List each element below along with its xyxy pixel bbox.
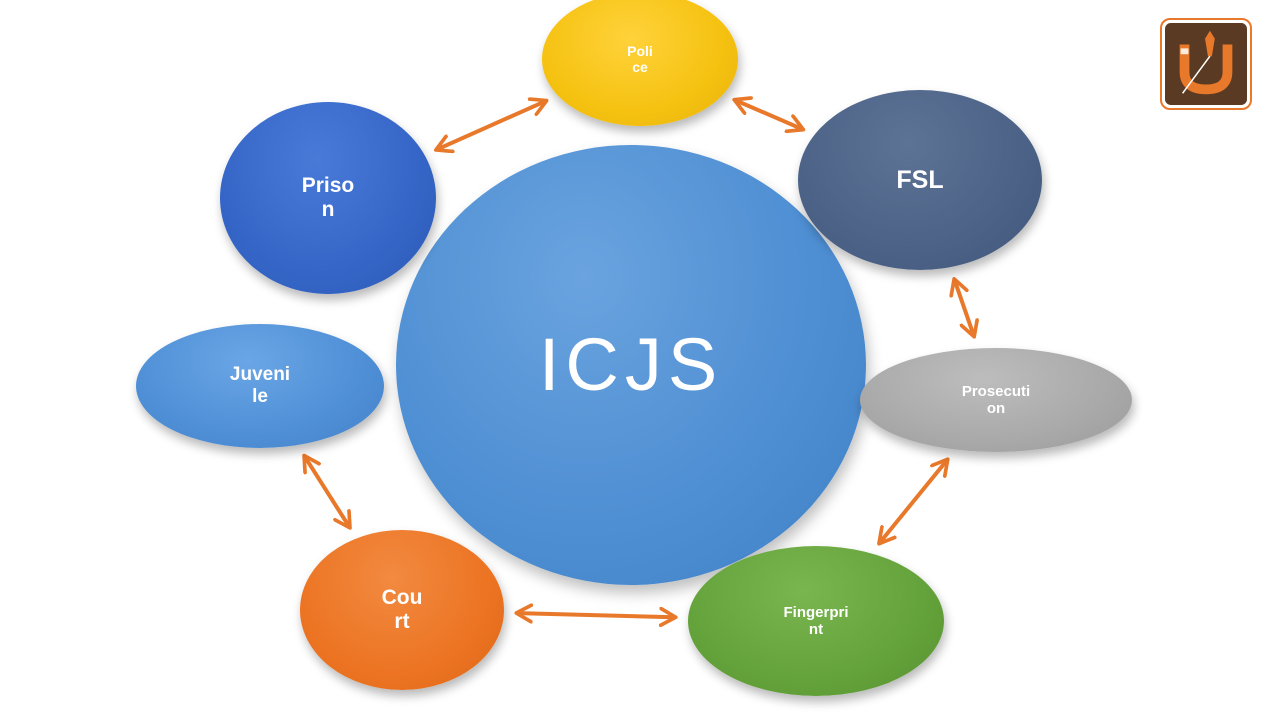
juvenile-node: Juveni le	[136, 324, 384, 448]
brand-logo-icon	[1165, 23, 1247, 105]
fingerprint-node: Fingerpri nt	[688, 546, 944, 696]
icjs-center-node: ICJS	[396, 145, 866, 585]
arrow-prison-police	[437, 101, 545, 149]
prison-node: Priso n	[220, 102, 436, 294]
prosecution-label: Prosecuti on	[961, 382, 1031, 417]
arrow-fsl-prosecution	[955, 280, 974, 335]
juvenile-label: Juveni le	[229, 364, 291, 407]
brand-logo[interactable]	[1160, 18, 1252, 110]
police-node: Poli ce	[542, 0, 738, 126]
arrow-police-fsl	[736, 100, 802, 129]
prosecution-node: Prosecuti on	[860, 348, 1132, 452]
fsl-node: FSL	[798, 90, 1042, 270]
arrow-fingerprint-court	[518, 613, 674, 617]
court-node: Cou rt	[300, 530, 504, 690]
prison-label: Priso n	[301, 173, 355, 221]
fingerprint-label: Fingerpri nt	[783, 603, 849, 638]
police-label: Poli ce	[627, 42, 653, 75]
fsl-label: FSL	[896, 165, 944, 194]
arrow-court-juvenile	[305, 457, 349, 527]
court-label: Cou rt	[381, 585, 423, 633]
arrow-prosecution-fingerprint	[880, 461, 947, 543]
icjs-center-label: ICJS	[538, 323, 724, 406]
